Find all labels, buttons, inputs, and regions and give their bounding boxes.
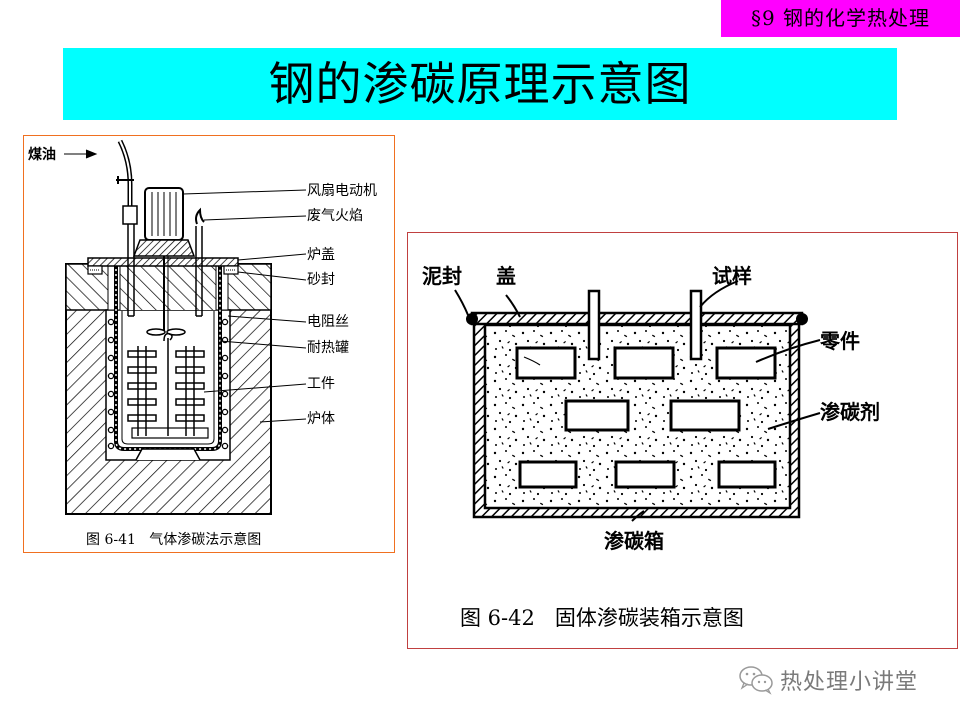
label-resistance-wire: 电阻丝 — [307, 314, 349, 330]
page-title: 钢的渗碳原理示意图 — [268, 57, 692, 111]
retort — [114, 264, 222, 461]
mud-seal-right — [796, 313, 808, 325]
label-part: 零件 — [819, 329, 860, 353]
label-mud-seal: 泥封 — [422, 264, 462, 288]
exhaust-pipe — [195, 207, 205, 317]
mud-seal-left — [466, 313, 478, 325]
watermark-text: 热处理小讲堂 — [780, 670, 919, 695]
label-sand-seal: 砂封 — [307, 272, 335, 288]
label-workpiece: 工件 — [307, 376, 335, 392]
workpiece-racks — [127, 332, 209, 439]
caption-solid: 图 6-42 固体渗碳装箱示意图 — [460, 606, 744, 630]
label-carburizing-box: 渗碳箱 — [604, 529, 664, 553]
section-tag: §9 钢的化学热处理 — [721, 0, 960, 37]
test-samples — [587, 289, 703, 361]
pack-box-diagram: 泥封 盖 试样 零件 渗碳剂 渗碳箱 图 6-42 固体渗碳装箱示意图 — [422, 264, 880, 630]
figure-gas-carburizing: 煤油 风扇电动机 废气火焰 炉盖 砂封 电阻丝 耐热罐 工件 炉体 图 6-41… — [23, 135, 395, 553]
gas-furnace-diagram: 煤油 风扇电动机 废气火焰 炉盖 砂封 电阻丝 耐热罐 工件 炉体 图 6-41… — [28, 139, 377, 548]
label-kerosene: 煤油 — [28, 146, 56, 163]
resistance-wire — [107, 318, 229, 450]
leader-lines — [64, 149, 307, 423]
kerosene-pipe — [116, 139, 138, 317]
label-furnace-body: 炉体 — [307, 411, 335, 427]
label-carburizer: 渗碳剂 — [820, 400, 880, 424]
label-sample: 试样 — [712, 264, 752, 288]
leader-lines — [454, 280, 821, 522]
fan-motor — [132, 187, 196, 336]
parts — [515, 346, 777, 489]
label-lid: 盖 — [496, 264, 516, 288]
title-banner: 钢的渗碳原理示意图 — [63, 48, 897, 120]
watermark: 热处理小讲堂 — [738, 660, 918, 700]
figure-solid-carburizing: 泥封 盖 试样 零件 渗碳剂 渗碳箱 图 6-42 固体渗碳装箱示意图 — [407, 232, 958, 649]
wechat-icon — [739, 666, 773, 695]
caption-gas: 图 6-41 气体渗碳法示意图 — [86, 531, 261, 548]
section-tag-text: §9 钢的化学热处理 — [750, 6, 931, 30]
label-exhaust-flame: 废气火焰 — [307, 208, 363, 224]
label-heat-resistant-pot: 耐热罐 — [307, 340, 349, 356]
label-fan-motor: 风扇电动机 — [307, 183, 377, 199]
label-furnace-lid: 炉盖 — [307, 247, 335, 263]
